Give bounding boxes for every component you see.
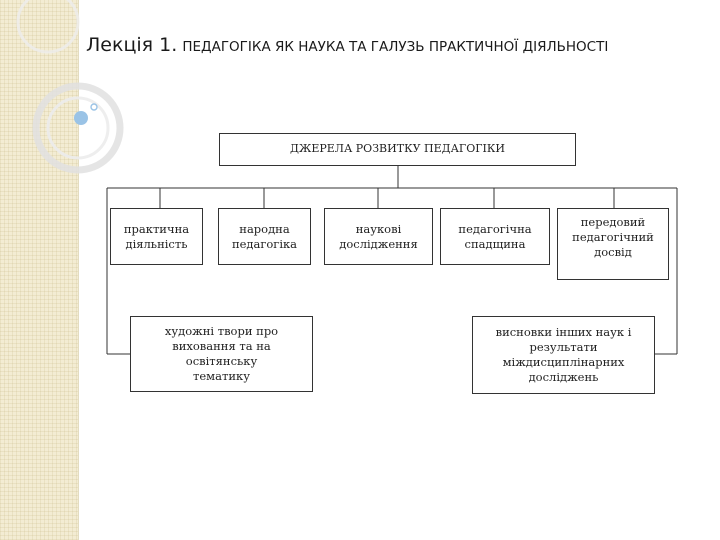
- slide-title: Лекція 1. ПЕДАГОГІКА ЯК НАУКА ТА ГАЛУЗЬ …: [86, 34, 716, 56]
- title-sub: ПЕДАГОГІКА ЯК НАУКА ТА ГАЛУЗЬ ПРАКТИЧНОЇ…: [182, 39, 609, 55]
- node-advanced-experience: передовий педагогічний досвід: [557, 208, 669, 280]
- strip-edge: [78, 0, 79, 540]
- decor-dot-blue-small: [90, 103, 98, 111]
- node-pedagogical-heritage: педагогічна спадщина: [440, 208, 550, 265]
- decor-ring-large: [32, 82, 124, 174]
- node-practical-activity: практична діяльність: [110, 208, 203, 265]
- decorative-rings: [16, 0, 124, 174]
- node-root: ДЖЕРЕЛА РОЗВИТКУ ПЕДАГОГІКИ: [219, 133, 576, 166]
- node-other-sciences-conclusions: висновки інших наук і результати міждисц…: [472, 316, 655, 394]
- decor-ring-top: [16, 0, 80, 54]
- title-main: Лекція 1.: [86, 34, 178, 56]
- decor-dot-blue: [74, 111, 88, 125]
- node-scientific-research: наукові дослідження: [324, 208, 433, 265]
- node-folk-pedagogy: народна педагогіка: [218, 208, 311, 265]
- node-art-works: художні твори про виховання та на освітя…: [130, 316, 313, 392]
- decor-ring-small: [46, 96, 110, 160]
